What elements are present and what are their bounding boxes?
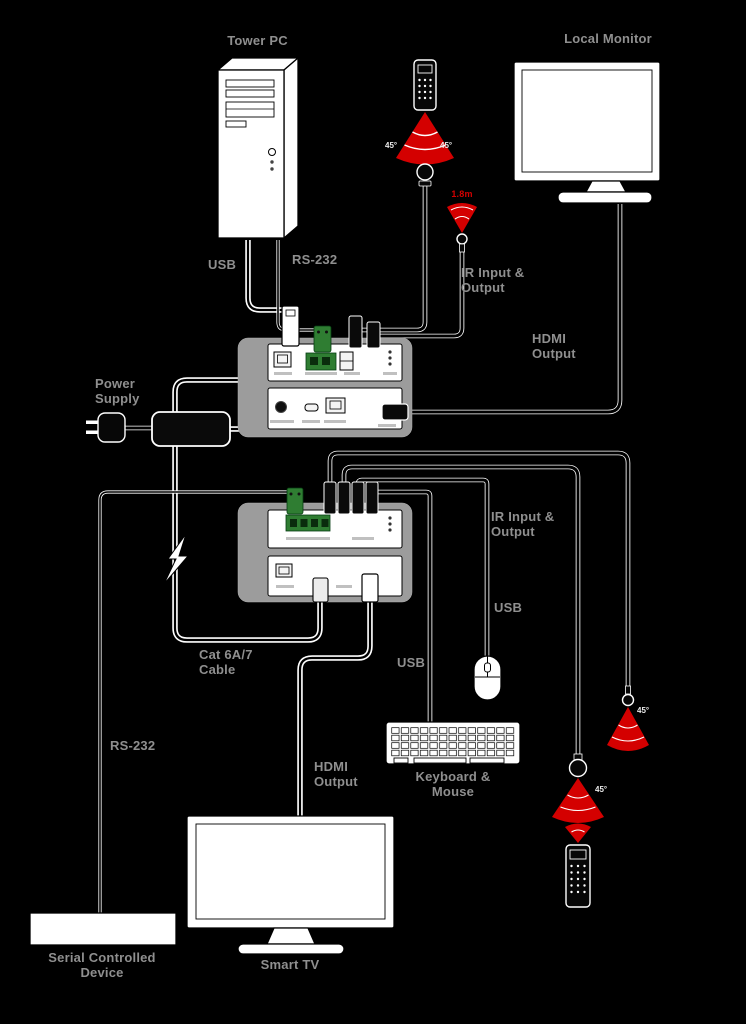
label-serial-device: Serial Controlled Device [48,950,156,980]
label-smart-tv: Smart TV [260,957,320,972]
power-plug [86,412,126,443]
cable-ir-rx-to-receiver-eye [341,464,581,756]
label-usb-mouse: USB [494,600,523,615]
serial-controlled-device [29,912,177,946]
ir-emitter-beam-top-icon [447,203,477,233]
hdmi-plug-icon [381,403,409,421]
label-angle-top-right: 45° [440,141,453,150]
label-tower-pc: Tower PC [227,33,288,48]
label-local-monitor: Local Monitor [564,31,652,46]
ir-plug-icon [348,315,363,349]
label-angle-top-left: 45° [385,141,398,150]
label-rs232-pc: RS-232 [292,252,338,267]
tx-plugged-connectors [281,305,409,421]
tx-front-panel [267,387,403,430]
label-hdmi-output-monitor: HDMI Output [532,331,576,361]
rx-rear-panel [267,509,403,549]
cable-break-bolt-icon [163,533,190,585]
usb-plug-icon [351,481,365,515]
cable-hdmi-monitor-to-tx [404,204,623,415]
cable-usb-pc-to-tx [245,240,288,313]
label-angle-emitter: 45° [637,706,650,715]
cable-rs232-rx-to-serial [98,490,290,913]
ir-receiver-eye-top [416,163,434,187]
ir-emitter-top [456,233,468,253]
usb-plug-icon [281,305,300,347]
remote-control-bottom [565,823,591,908]
usb-plug-icon [365,481,379,515]
label-usb-keyboard: USB [397,655,426,670]
label-angle-receiver: 45° [595,785,608,794]
tower-pc [216,56,300,240]
ir-receiver-eye-bottom [552,753,604,823]
label-ir-io-rx: IR Input & Output [491,509,555,539]
label-rs232-serial: RS-232 [110,738,156,753]
keyboard [385,721,521,765]
ir-plug-icon [366,321,381,349]
phoenix-plug-icon [286,487,304,515]
smart-tv [186,815,395,955]
cable-ir-emitter-to-tx [375,252,465,339]
power-adapter [151,411,231,447]
label-hdmi-output-tv: HDMI Output [314,759,358,789]
remote-buttons [570,864,586,894]
label-cat-cable: Cat 6A/7 Cable [199,647,253,677]
tx-rear-panel [267,343,403,382]
mouse [473,655,502,701]
label-power-supply: Power Supply [95,376,140,406]
extender-receiver [237,481,413,603]
local-monitor [513,61,661,204]
rx-plugged-connectors [286,481,379,603]
rj45-plug-icon [312,577,329,603]
extender-transmitter [237,305,413,438]
label-ir-distance: 1.8m [451,189,473,199]
ir-plug-icon [337,481,351,515]
ir-plug-icon [323,481,337,515]
label-ir-io-tx: IR Input & Output [461,265,525,295]
cable-hdmi-rx-to-tv [297,598,373,816]
cable-cat6a7-tx-to-rx [172,377,323,643]
ir-beam-top-icon [396,112,454,165]
hdmi-plug-icon [361,573,379,603]
label-keyboard-mouse: Keyboard & Mouse [415,769,491,799]
phoenix-plug-icon [313,325,332,353]
ir-emitter-bottom [607,685,649,751]
tx-dc-jack [275,401,287,413]
cable-ir-rx-to-emitter [327,450,631,688]
rx-front-panel [267,555,403,597]
label-usb-pc: USB [208,257,237,272]
remote-buttons [418,78,432,100]
cable-ir-receiver-to-tx [356,186,428,333]
remote-control-top [413,59,437,111]
